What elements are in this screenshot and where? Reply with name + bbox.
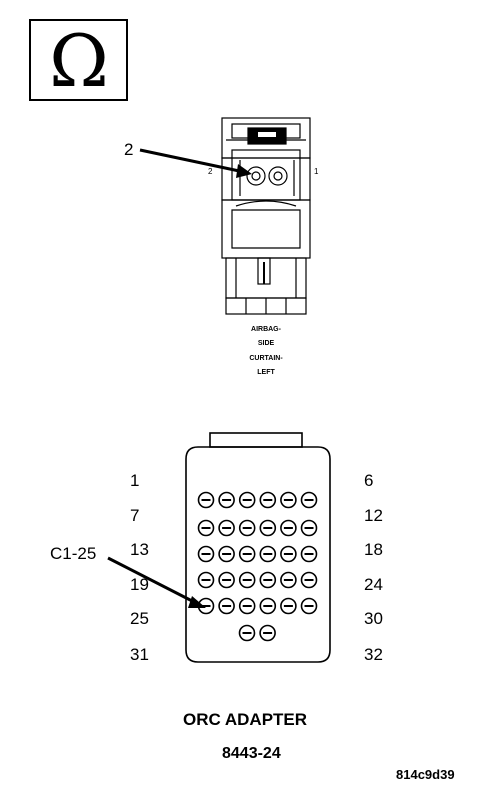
connector-label-line-2: SIDE — [257, 340, 275, 347]
adapter-title: ORC ADAPTER — [183, 710, 308, 729]
adapter-pin — [197, 519, 215, 537]
adapter-pin — [300, 519, 318, 537]
adapter-pin — [300, 571, 318, 589]
adapter-pin — [238, 571, 256, 589]
adapter-pin — [218, 519, 235, 537]
c1-25-callout-arrow — [107, 556, 206, 608]
adapter-pin — [259, 624, 276, 642]
adapter-pin — [280, 545, 297, 563]
connector-pin-left-label: 2 — [208, 167, 213, 176]
connector-label-line-3: CURTAIN- — [249, 355, 283, 362]
adapter-pin — [300, 545, 318, 563]
adapter-pin — [238, 624, 256, 642]
adapter-right-number: 18 — [364, 540, 383, 559]
connector-label-line-1: AIRBAG- — [251, 326, 281, 333]
adapter-right-number: 24 — [364, 575, 383, 594]
adapter-pin — [259, 519, 277, 537]
adapter-pin — [197, 545, 215, 563]
adapter-left-number: 31 — [130, 645, 149, 664]
adapter-left-number: 13 — [130, 540, 149, 559]
adapter-left-number: 19 — [130, 575, 149, 594]
adapter-pin — [300, 597, 318, 615]
connector-pin-right-label: 1 — [314, 167, 319, 176]
adapter-pin — [197, 491, 215, 509]
connector-callout-label: 2 — [124, 140, 134, 159]
c1-25-callout-label: C1-25 — [50, 544, 97, 563]
adapter-right-number: 12 — [364, 506, 383, 525]
adapter-pin — [280, 491, 297, 509]
connector-label-line-4: LEFT — [257, 369, 275, 376]
adapter-left-number: 25 — [130, 609, 149, 628]
adapter-pin — [259, 491, 277, 509]
orc-adapter-connector — [185, 432, 331, 663]
adapter-pin-grid — [197, 491, 318, 642]
adapter-part-number: 8443-24 — [222, 745, 281, 762]
adapter-right-number: 32 — [364, 645, 383, 664]
adapter-right-number: 30 — [364, 609, 383, 628]
adapter-pin — [197, 571, 215, 589]
adapter-pin — [238, 545, 256, 563]
adapter-pin — [218, 597, 235, 615]
adapter-pin — [280, 597, 297, 615]
adapter-pin — [259, 571, 277, 589]
adapter-right-number: 6 — [364, 471, 374, 490]
adapter-pin — [218, 571, 235, 589]
adapter-pin — [259, 597, 277, 615]
adapter-left-number: 7 — [130, 506, 140, 525]
pin-2-callout-arrow — [139, 148, 252, 178]
ohmmeter-icon: Ω — [29, 19, 128, 103]
airbag-connector — [221, 117, 311, 315]
figure-code: 814c9d39 — [396, 767, 455, 782]
adapter-pin — [280, 519, 297, 537]
adapter-pin — [238, 519, 256, 537]
adapter-pin — [300, 491, 318, 509]
adapter-pin — [238, 597, 256, 615]
adapter-pin — [238, 491, 256, 509]
adapter-pin — [259, 545, 277, 563]
adapter-pin — [218, 545, 235, 563]
adapter-pin — [218, 491, 235, 509]
adapter-left-number: 1 — [130, 471, 140, 490]
ohm-symbol: Ω — [49, 19, 109, 103]
adapter-pin — [280, 571, 297, 589]
